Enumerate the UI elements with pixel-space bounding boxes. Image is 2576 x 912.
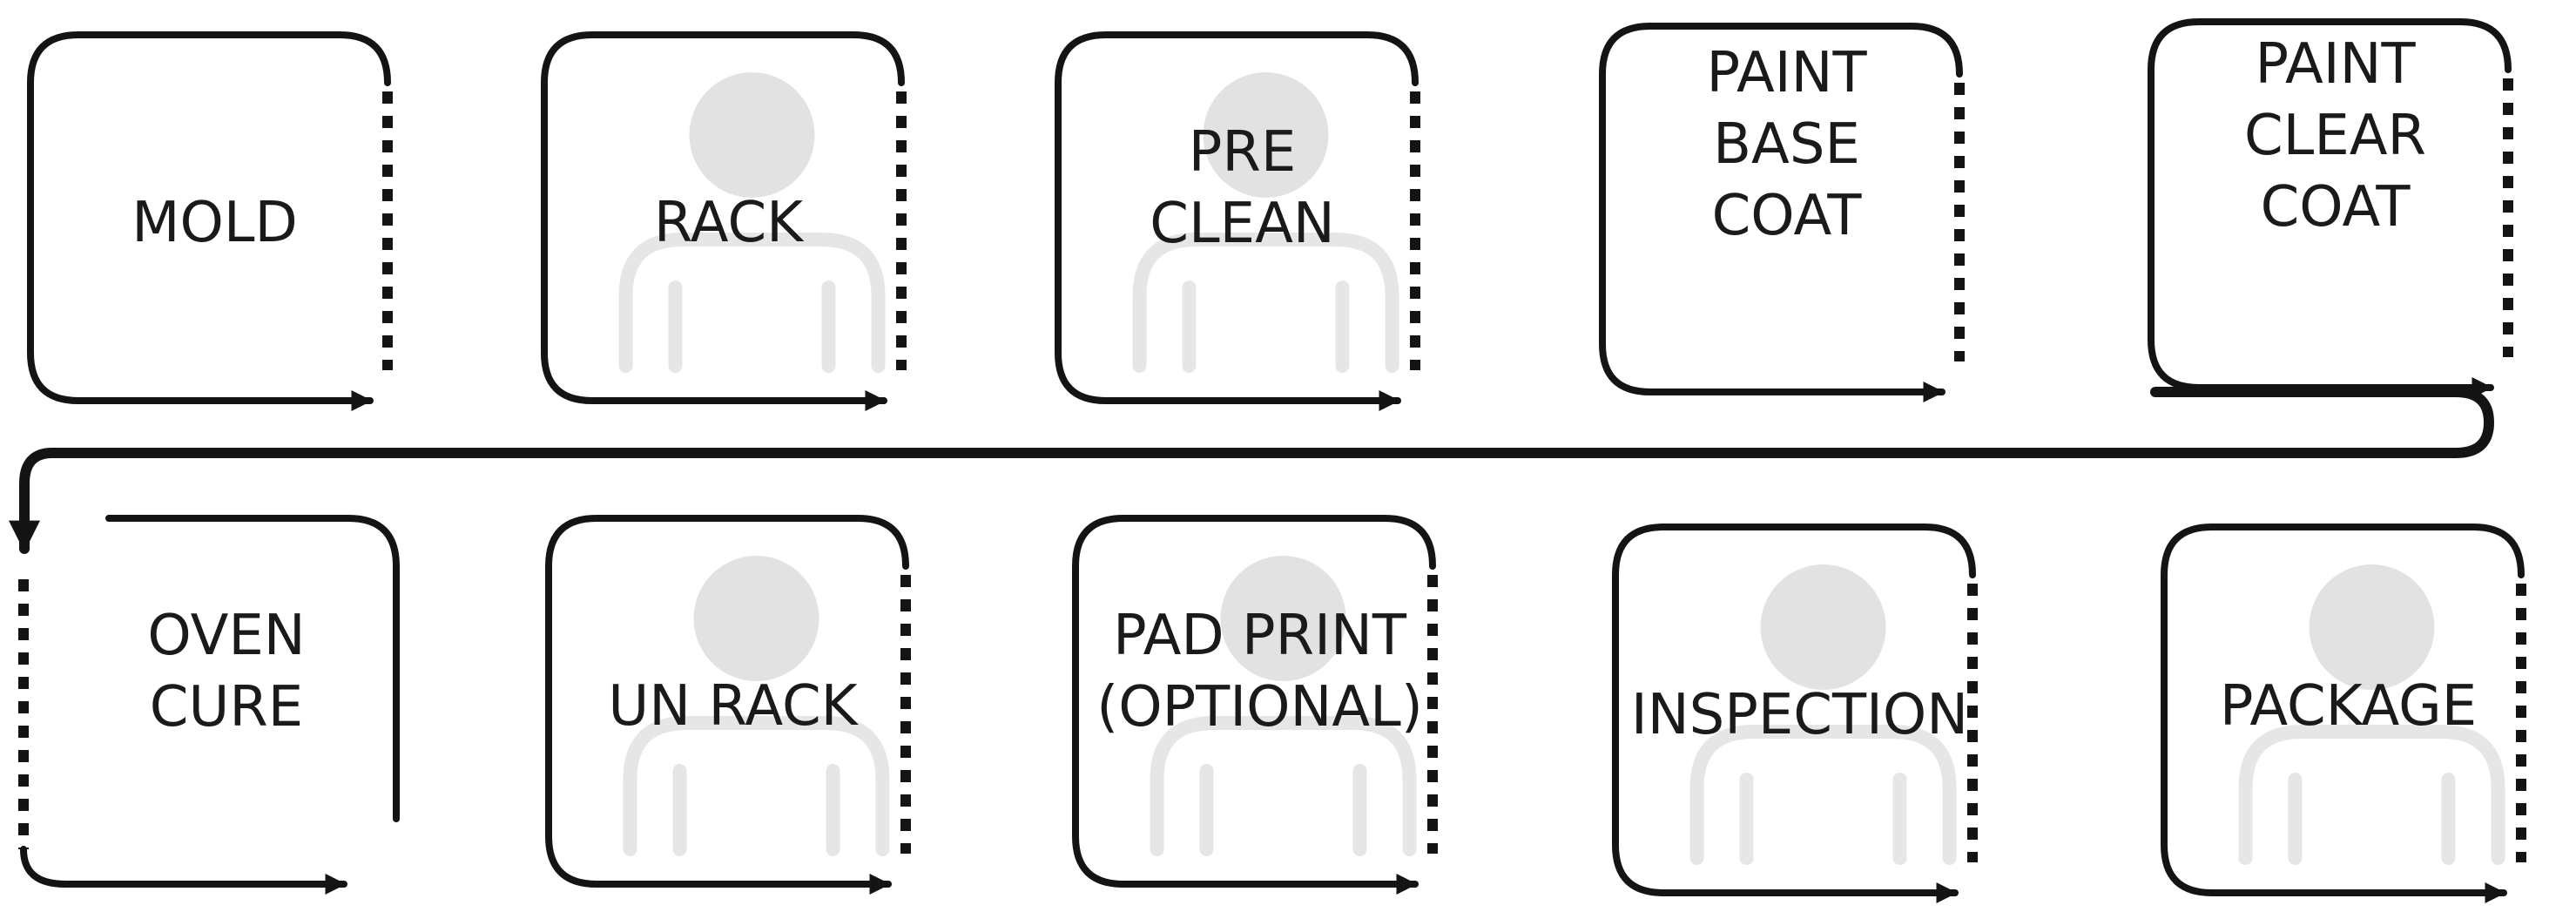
step-label: MOLD: [131, 191, 298, 255]
process-step-un-rack: UN RACK: [545, 515, 911, 895]
person-silhouette-icon: [1132, 72, 1399, 373]
step-box-outline: [27, 31, 391, 404]
step-box-outline: [545, 515, 909, 888]
step-label: INSPECTION: [1631, 683, 1968, 747]
step-box-outline: [2148, 18, 2512, 391]
step-flow-arrow: [20, 846, 347, 895]
step-box-outline: [1055, 31, 1419, 404]
person-silhouette-icon: [2238, 564, 2505, 865]
process-step-rack: RACK: [541, 31, 907, 411]
step-box-outline: [2161, 524, 2525, 896]
process-step-pad-print: PAD PRINT (OPTIONAL): [1072, 515, 1438, 895]
person-silhouette-icon: [618, 72, 886, 373]
step-label: PACKAGE: [2220, 674, 2477, 739]
person-silhouette-icon: [623, 556, 890, 856]
step-box-outline: [541, 31, 905, 404]
step-box-outline: [1072, 515, 1436, 888]
step-label: RACK: [654, 191, 805, 255]
step-box-outline: [1599, 23, 1963, 395]
process-step-mold: MOLD: [27, 31, 393, 411]
process-step-package: PACKAGE: [2161, 524, 2526, 903]
step-label: PAD PRINT: [1113, 604, 1407, 668]
step-label: PRE: [1189, 120, 1297, 185]
step-label: COAT: [1712, 184, 1863, 248]
step-label: CLEAN: [1150, 192, 1334, 256]
step-label: PAINT: [1706, 41, 1867, 105]
row-connector-line: [9, 387, 2494, 554]
step-label: COAT: [2261, 175, 2411, 240]
step-box-outline: [105, 515, 400, 822]
step-label: PAINT: [2255, 32, 2416, 97]
step-label: CURE: [150, 675, 303, 740]
step-label: BASE: [1713, 112, 1860, 177]
process-step-inspection: INSPECTION: [1612, 524, 1978, 903]
person-silhouette-icon: [1689, 564, 1957, 865]
process-step-paint-base-coat: PAINT BASE COAT: [1599, 23, 1965, 402]
step-label: CLEAR: [2244, 104, 2426, 168]
process-step-oven-cure: OVEN CURE: [18, 515, 400, 895]
step-label: (OPTIONAL): [1096, 675, 1423, 740]
process-step-pre-clean: PRE CLEAN: [1055, 31, 1420, 411]
step-label: OVEN: [147, 604, 305, 668]
process-step-paint-clear-coat: PAINT CLEAR COAT: [2148, 18, 2513, 398]
step-box-outline: [1612, 524, 1976, 896]
person-silhouette-icon: [1150, 556, 1417, 856]
step-label: UN RACK: [608, 674, 859, 739]
